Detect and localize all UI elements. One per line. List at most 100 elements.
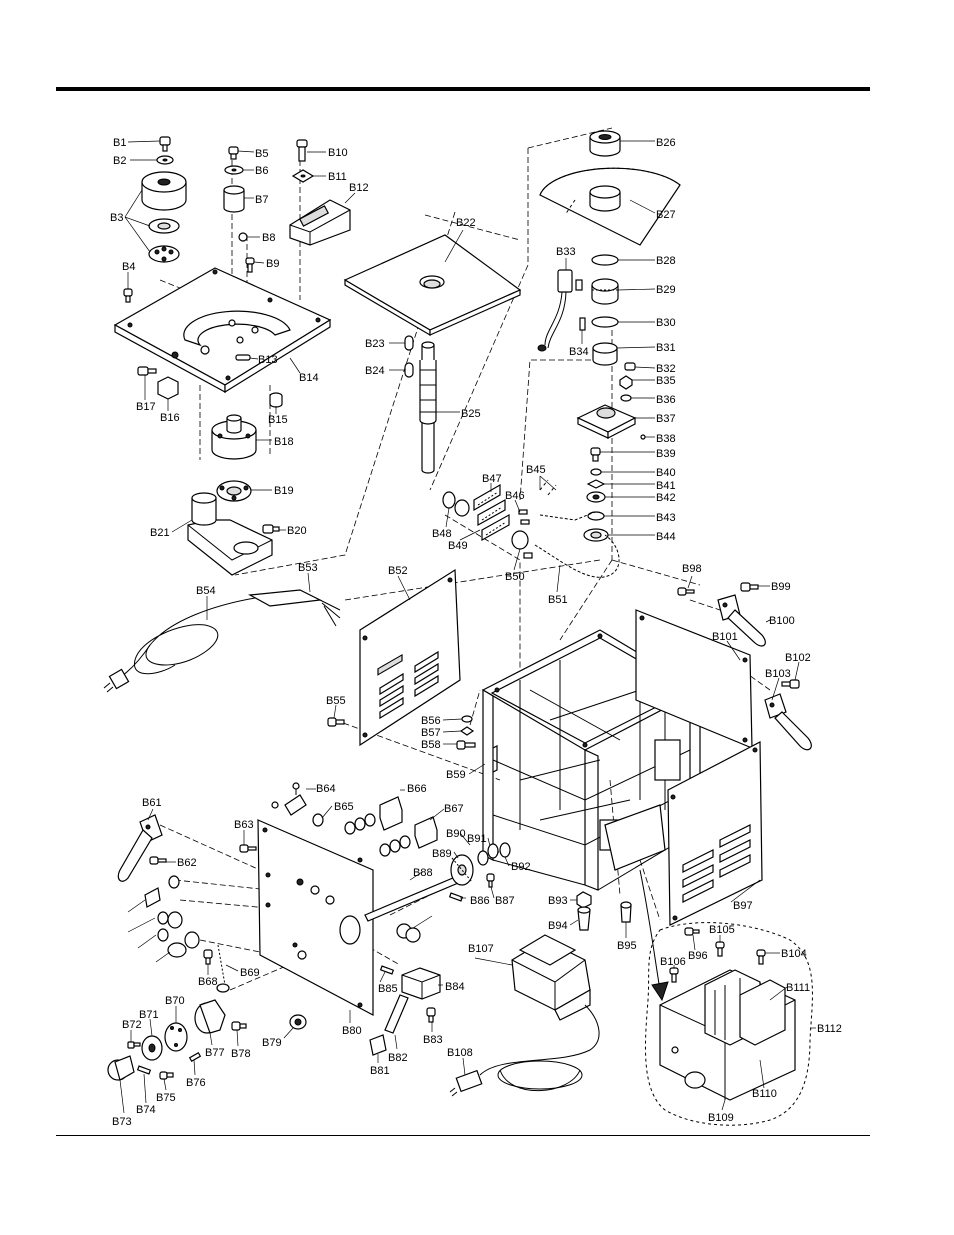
knob-b67 <box>167 911 200 958</box>
screw-b20 <box>262 524 274 534</box>
screw-b96 <box>684 927 700 936</box>
part-label-b49: B49 <box>448 540 468 552</box>
plug-b108 <box>449 1069 483 1097</box>
screw-b75 <box>159 1071 174 1080</box>
part-label-b20: B20 <box>287 525 307 537</box>
part-label-b32: B32 <box>656 363 676 375</box>
part-label-b5: B5 <box>255 148 268 160</box>
part-label-b86: B86 <box>470 895 490 907</box>
handle-b100 <box>717 594 766 647</box>
part-label-b11: B11 <box>328 171 347 183</box>
washer-b91 <box>487 843 499 859</box>
cap-screw-b1 <box>159 136 171 152</box>
part-label-b10: B10 <box>328 147 348 159</box>
nut-b35 <box>619 375 633 390</box>
part-label-b19: B19 <box>274 485 294 497</box>
part-label-b96: B96 <box>688 950 708 962</box>
slide-block-b12 <box>289 199 351 246</box>
part-label-b68: B68 <box>198 976 218 988</box>
handle-b103 <box>764 693 812 751</box>
part-label-b15: B15 <box>268 414 288 426</box>
screw-b87 <box>486 873 495 888</box>
part-label-b6: B6 <box>255 165 268 177</box>
pin-b85 <box>379 965 395 975</box>
part-label-b61: B61 <box>142 797 162 809</box>
top-plate-b22 <box>343 234 522 337</box>
part-label-b64: B64 <box>316 783 336 795</box>
part-label-b105: B105 <box>709 924 735 936</box>
part-label-b101: B101 <box>712 631 738 643</box>
part-label-b24: B24 <box>365 365 385 377</box>
part-label-b106: B106 <box>660 956 686 968</box>
part-label-b85: B85 <box>378 983 398 995</box>
part-label-b100: B100 <box>769 615 795 627</box>
knob-b70-disk-b71 <box>141 1022 188 1061</box>
power-cord-b54 <box>103 597 256 693</box>
part-label-b45: B45 <box>526 464 546 476</box>
part-label-b84: B84 <box>445 981 465 993</box>
part-label-b29: B29 <box>656 284 676 296</box>
part-label-b9: B9 <box>266 258 279 270</box>
bottom-rule <box>56 1135 870 1136</box>
bushing-b7 <box>223 185 245 213</box>
pin-b13 <box>235 354 251 361</box>
chain-and-springs <box>442 479 620 578</box>
part-label-b66: B66 <box>407 783 427 795</box>
key-b23 <box>404 335 414 351</box>
screw-b68 <box>203 949 213 965</box>
washer-b62-ring <box>168 875 180 889</box>
leader-lines <box>119 140 816 1114</box>
pin-b8 <box>238 232 248 242</box>
part-label-b88: B88 <box>413 867 433 879</box>
part-label-b50: B50 <box>505 571 525 583</box>
handle-lever-b61 <box>117 814 163 882</box>
screw-b63 <box>239 844 257 853</box>
snap-ring-b30 <box>591 316 619 328</box>
part-label-b89: B89 <box>432 848 452 860</box>
pin-b46 <box>518 509 530 525</box>
power-cord-assembly <box>103 589 341 693</box>
knob-b64 <box>144 782 307 908</box>
part-label-b82: B82 <box>388 1052 408 1064</box>
shaft-b82 <box>384 994 409 1034</box>
spindle-shaft-b25 <box>419 341 437 474</box>
part-label-b25: B25 <box>461 408 481 420</box>
part-label-b107: B107 <box>468 943 494 955</box>
part-label-b80: B80 <box>342 1025 362 1037</box>
screw-b39 <box>590 447 601 456</box>
key-b41 <box>586 479 606 489</box>
spring-b69 <box>217 944 226 986</box>
part-label-b28: B28 <box>656 255 676 267</box>
bearing-b19 <box>216 480 252 502</box>
screw-b10 <box>296 139 308 148</box>
washers-b65 <box>157 813 411 925</box>
washer-b36 <box>620 394 632 402</box>
cap-b15 <box>269 392 283 408</box>
part-label-b78: B78 <box>231 1048 251 1060</box>
part-label-b22: B22 <box>456 217 476 229</box>
part-label-b72: B72 <box>122 1019 142 1031</box>
part-label-b102: B102 <box>785 652 811 664</box>
part-label-b103: B103 <box>765 668 791 680</box>
screw-b104 <box>756 949 766 965</box>
part-label-b26: B26 <box>656 137 676 149</box>
cabinet-frame <box>327 568 812 931</box>
part-label-b98: B98 <box>682 563 702 575</box>
part-label-b92: B92 <box>511 861 531 873</box>
gear-sector-b27 <box>539 167 681 246</box>
part-label-b16: B16 <box>160 412 180 424</box>
gear-b89 <box>450 854 474 886</box>
part-label-b37: B37 <box>656 413 676 425</box>
part-label-b2: B2 <box>113 155 126 167</box>
part-label-b87: B87 <box>495 895 515 907</box>
part-label-b83: B83 <box>423 1034 443 1046</box>
part-label-b23: B23 <box>365 338 385 350</box>
screw-b9 <box>245 257 255 265</box>
nut-b57 <box>459 726 475 736</box>
part-label-b104: B104 <box>781 948 807 960</box>
sprocket-b44 <box>583 528 609 542</box>
part-labels: B1B2B3B4B5B6B7B8B9B10B11B12B13B14B15B16B… <box>110 137 842 1128</box>
part-label-b30: B30 <box>656 317 676 329</box>
part-label-b55: B55 <box>326 695 346 707</box>
